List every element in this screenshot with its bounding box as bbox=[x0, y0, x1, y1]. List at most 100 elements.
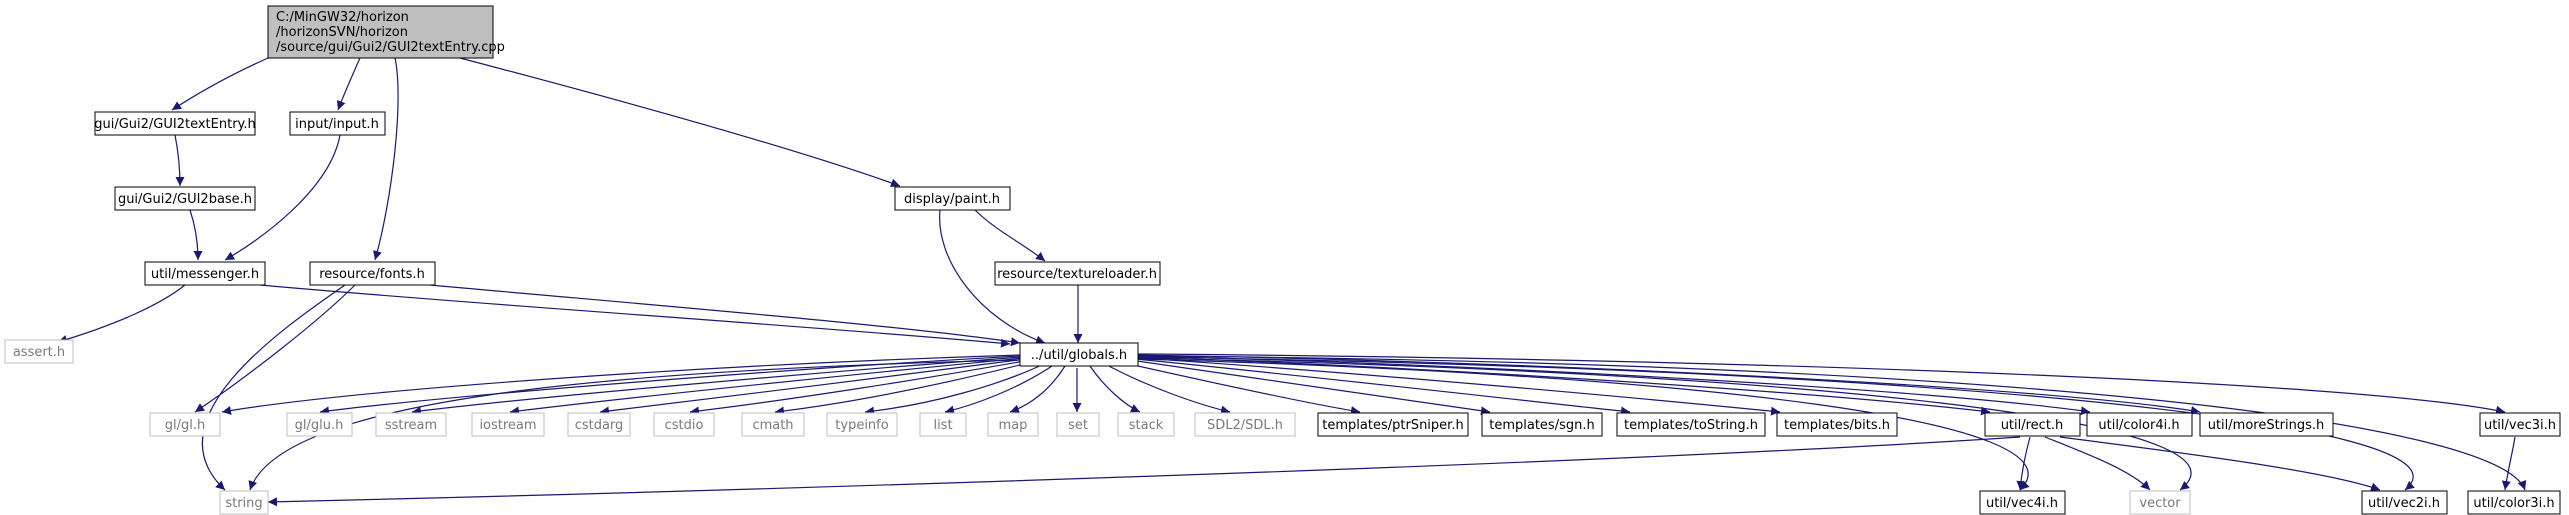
edge-globals-morestrings bbox=[1137, 354, 2201, 415]
root-path-line-3: /source/gui/Gui2/GUI2textEntry.cpp bbox=[276, 40, 505, 55]
node-iostream[interactable]: iostream bbox=[471, 412, 545, 437]
node-label: vector bbox=[2139, 496, 2181, 511]
node-morestrings-h[interactable]: util/moreStrings.h bbox=[2199, 412, 2334, 437]
node-set[interactable]: set bbox=[1056, 412, 1100, 437]
node-ptrsniper-h[interactable]: templates/ptrSniper.h bbox=[1317, 412, 1469, 437]
node-vec4i-h[interactable]: util/vec4i.h bbox=[1979, 490, 2066, 515]
node-sdl-h[interactable]: SDL2/SDL.h bbox=[1194, 412, 1296, 437]
edge-globals-vector bbox=[1137, 357, 2192, 491]
node-map[interactable]: map bbox=[987, 412, 1039, 437]
node-label: gui/Gui2/GUI2textEntry.h bbox=[94, 117, 256, 132]
node-cstdio[interactable]: cstdio bbox=[653, 412, 715, 437]
edge-globals-vec3i bbox=[1137, 353, 2506, 415]
node-label: templates/sgn.h bbox=[1489, 418, 1594, 433]
node-fonts-h[interactable]: resource/fonts.h bbox=[309, 261, 436, 286]
node-label: map bbox=[999, 418, 1028, 433]
node-label: util/color4i.h bbox=[2098, 418, 2179, 433]
node-label: util/messenger.h bbox=[151, 267, 259, 282]
edge-globals-typeinfo bbox=[864, 362, 1047, 416]
edge-globals-sgn bbox=[1129, 359, 1491, 416]
node-label: display/paint.h bbox=[904, 192, 1000, 207]
node-textureloader-h[interactable]: resource/textureloader.h bbox=[994, 261, 1161, 286]
node-vec3i-h[interactable]: util/vec3i.h bbox=[2479, 412, 2561, 437]
node-sgn-h[interactable]: templates/sgn.h bbox=[1481, 412, 1603, 437]
node-vec2i-h[interactable]: util/vec2i.h bbox=[2361, 490, 2448, 515]
node-assert-h[interactable]: assert.h bbox=[4, 339, 74, 364]
edge-globals-glu bbox=[319, 355, 1021, 416]
node-label: templates/bits.h bbox=[1784, 418, 1890, 433]
node-label: util/vec3i.h bbox=[2484, 418, 2556, 433]
edge-root-input bbox=[336, 57, 361, 111]
node-input-h[interactable]: input/input.h bbox=[289, 111, 386, 136]
node-label: resource/fonts.h bbox=[319, 267, 425, 282]
node-label: templates/toString.h bbox=[1624, 418, 1758, 433]
edge-globals-color4i bbox=[1137, 355, 2091, 416]
node-color4i-h[interactable]: util/color4i.h bbox=[2086, 412, 2193, 437]
node-color3i-h[interactable]: util/color3i.h bbox=[2467, 490, 2561, 515]
node-label: iostream bbox=[479, 418, 536, 433]
edge-fonts-string bbox=[201, 284, 346, 491]
edge-messenger-globals bbox=[259, 284, 1011, 348]
edge-globals-ptrsniper bbox=[1119, 361, 1361, 415]
node-label: cstdarg bbox=[575, 418, 624, 433]
node-label: templates/ptrSniper.h bbox=[1322, 418, 1463, 433]
node-vector[interactable]: vector bbox=[2129, 490, 2191, 515]
edge-fonts-globals bbox=[429, 284, 1021, 347]
node-label: cstdio bbox=[665, 418, 704, 433]
node-tostring-h[interactable]: templates/toString.h bbox=[1616, 412, 1766, 437]
node-label: util/color3i.h bbox=[2473, 496, 2554, 511]
node-label: assert.h bbox=[13, 345, 65, 360]
node-gui2textentry-h[interactable]: gui/Gui2/GUI2textEntry.h bbox=[94, 111, 256, 136]
node-paint-h[interactable]: display/paint.h bbox=[894, 186, 1011, 211]
node-label: util/vec4i.h bbox=[1986, 496, 2058, 511]
node-typeinfo[interactable]: typeinfo bbox=[826, 412, 898, 437]
node-string[interactable]: string bbox=[219, 490, 269, 515]
edge-fonts-gl bbox=[194, 284, 356, 413]
edge-vec3i-color3i bbox=[2501, 436, 2516, 491]
node-label: util/moreStrings.h bbox=[2208, 418, 2325, 433]
edge-globals-cstdio bbox=[689, 359, 1031, 416]
root-path-line-1: C:/MinGW32/horizon bbox=[276, 10, 409, 25]
edges bbox=[57, 57, 2527, 507]
edge-input-messenger bbox=[224, 134, 341, 261]
edge-globals-list bbox=[944, 363, 1056, 415]
node-cmath[interactable]: cmath bbox=[741, 412, 805, 437]
node-label: set bbox=[1068, 418, 1088, 433]
node-cstdarg[interactable]: cstdarg bbox=[567, 412, 631, 437]
node-gui2base-h[interactable]: gui/Gui2/GUI2base.h bbox=[114, 186, 256, 211]
node-label: cmath bbox=[752, 418, 793, 433]
node-rect-h[interactable]: util/rect.h bbox=[1984, 412, 2081, 437]
node-label: string bbox=[225, 496, 262, 511]
edge-gui2textentry-gui2base bbox=[174, 134, 185, 187]
node-label: util/rect.h bbox=[2001, 418, 2064, 433]
edge-paint-textureloader bbox=[974, 209, 1046, 262]
edge-rect-vec2i bbox=[2059, 436, 2381, 492]
node-list[interactable]: list bbox=[919, 412, 967, 437]
edge-globals-cmath bbox=[774, 360, 1037, 416]
edge-globals-rect bbox=[1137, 356, 1991, 416]
edge-gui2base-messenger bbox=[189, 209, 203, 261]
root-file-node[interactable]: C:/MinGW32/horizon /horizonSVN/horizon /… bbox=[267, 5, 505, 59]
node-glu-h[interactable]: gl/glu.h bbox=[286, 412, 353, 437]
node-label: gl/glu.h bbox=[295, 418, 344, 433]
node-gl-h[interactable]: gl/gl.h bbox=[149, 412, 221, 437]
edge-globals-map bbox=[1009, 365, 1066, 414]
node-label: typeinfo bbox=[835, 418, 888, 433]
node-label: util/vec2i.h bbox=[2368, 496, 2440, 511]
node-label: gl/gl.h bbox=[165, 418, 205, 433]
node-label: stack bbox=[1129, 418, 1164, 433]
node-messenger-h[interactable]: util/messenger.h bbox=[144, 261, 266, 286]
node-globals-h[interactable]: ../util/globals.h bbox=[1019, 342, 1139, 367]
edge-messenger-assert bbox=[57, 284, 186, 344]
node-bits-h[interactable]: templates/bits.h bbox=[1776, 412, 1898, 437]
edge-rect-string bbox=[267, 436, 2021, 507]
node-label: resource/textureloader.h bbox=[997, 267, 1157, 282]
node-sstream[interactable]: sstream bbox=[375, 412, 447, 437]
edge-globals-gl bbox=[221, 354, 1021, 415]
edge-globals-color3i bbox=[1137, 355, 2527, 491]
node-label: sstream bbox=[385, 418, 437, 433]
node-label: ../util/globals.h bbox=[1031, 348, 1127, 363]
edge-paint-globals bbox=[939, 209, 1046, 345]
node-stack[interactable]: stack bbox=[1117, 412, 1175, 437]
